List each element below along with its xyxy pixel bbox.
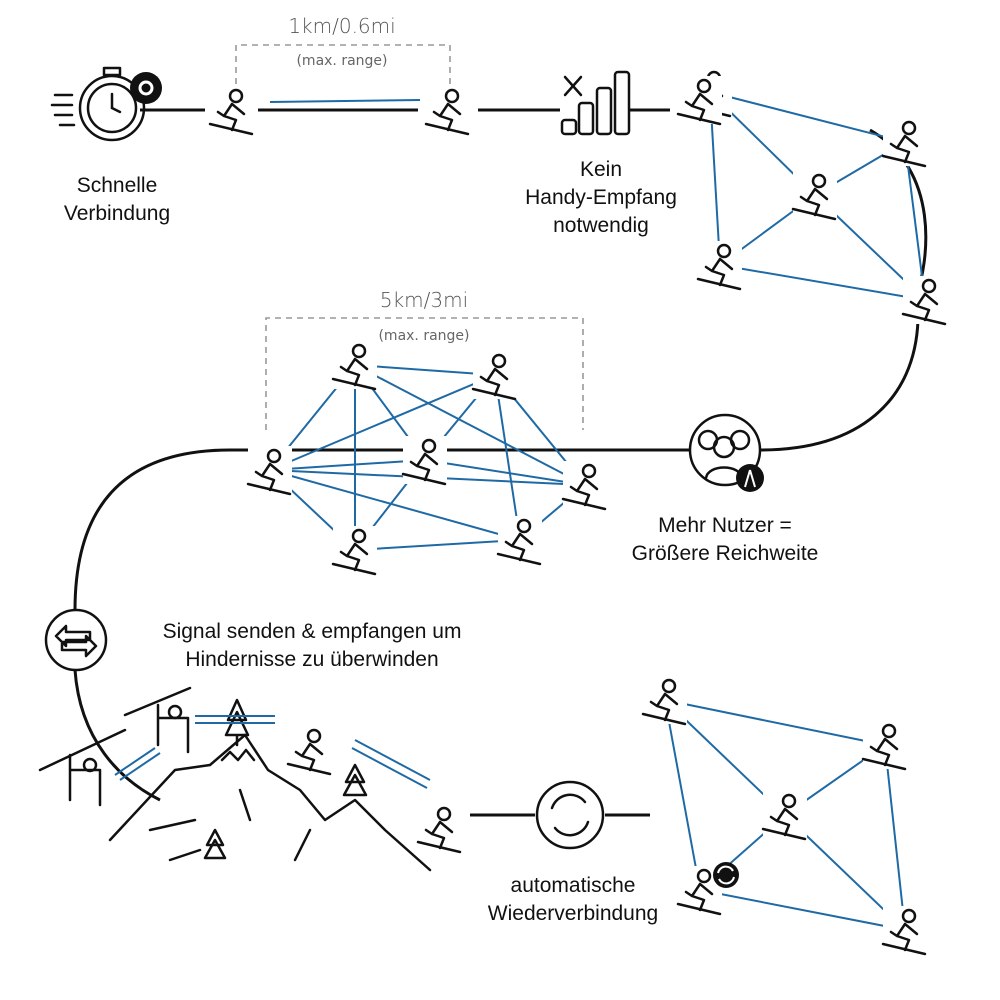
- connection-line: [269, 374, 496, 471]
- group-antenna-icon: [688, 413, 764, 492]
- fast-connection-label-1: Schnelle: [77, 174, 158, 197]
- skier-icon: [881, 118, 927, 168]
- connection-line: [354, 364, 496, 376]
- gear-icon: [130, 72, 162, 104]
- signal-label-1: Signal senden & empfangen um: [163, 620, 462, 643]
- connection-line: [884, 744, 906, 931]
- connection-line: [354, 364, 586, 486]
- no-cell-label-3: notwendig: [553, 214, 649, 237]
- short-range-note: (max. range): [296, 53, 387, 69]
- skier-icon: [561, 461, 607, 511]
- swap-arrows-icon: [44, 608, 108, 672]
- mountain-icon: [108, 698, 432, 872]
- stopwatch-icon: [50, 66, 146, 142]
- reconnect-label-1: automatische: [511, 874, 636, 897]
- skier-icon: [424, 86, 470, 136]
- skier-icon: [246, 446, 292, 496]
- skier-icon: [696, 241, 742, 291]
- skier-icon: [331, 341, 377, 391]
- connection-line: [269, 459, 426, 471]
- reconnect-label-2: Wiederverbindung: [488, 902, 658, 925]
- connection-line: [664, 699, 701, 891]
- skier-icon: [861, 721, 907, 771]
- skier-icon: [901, 276, 947, 326]
- signal-label-2: Hindernisse zu überwinden: [185, 648, 438, 671]
- long-range-box: [265, 317, 584, 430]
- short-range-box: [235, 44, 451, 95]
- more-users-label-2: Größere Reichweite: [632, 542, 819, 565]
- skier-icon: [471, 351, 517, 401]
- more-users-label-1: Mehr Nutzer =: [658, 514, 792, 537]
- connection-line: [709, 91, 906, 143]
- skier-icon: [286, 726, 332, 776]
- no-cell-label-1: Kein: [580, 158, 622, 181]
- skier-icon: [401, 436, 447, 486]
- refresh-icon: [535, 780, 739, 888]
- connection-line: [269, 99, 421, 103]
- signal-bars-crossed-icon: [560, 70, 631, 136]
- signal-arrows: [114, 715, 431, 789]
- connection-line: [904, 141, 926, 301]
- connection-line: [494, 374, 521, 541]
- skier-icon: [881, 906, 927, 956]
- ski-lift-icon: [38, 686, 192, 807]
- no-cell-label-2: Handy-Empfang: [525, 186, 677, 209]
- connection-line: [269, 469, 521, 541]
- long-range-note: (max. range): [378, 328, 469, 344]
- skier-icon: [791, 171, 837, 221]
- short-range-distance: 1km/0.6mi: [288, 14, 395, 38]
- skier-icon: [208, 86, 254, 136]
- skier-icon: [496, 516, 542, 566]
- skier-icon: [331, 526, 377, 576]
- long-range-distance: 5km/3mi: [380, 288, 468, 312]
- connection-line: [664, 699, 886, 746]
- skier-icon: [676, 76, 722, 126]
- fast-connection-label-2: Verbindung: [64, 202, 170, 225]
- skier-icon: [641, 676, 687, 726]
- connection-line: [424, 459, 586, 486]
- skier-icon: [416, 804, 462, 854]
- connection-line: [719, 264, 926, 301]
- skier-icon: [761, 791, 807, 841]
- connection-line: [699, 889, 906, 931]
- route-line: [73, 108, 928, 817]
- connection-line: [354, 539, 521, 551]
